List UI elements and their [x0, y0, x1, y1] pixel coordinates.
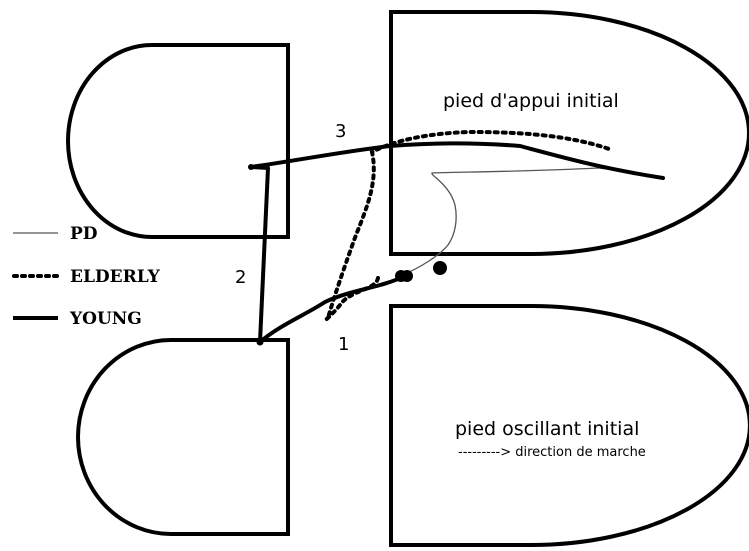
legend-elderly-label: ELDERLY [70, 267, 161, 287]
stance-foot-label: pied d'appui initial [443, 90, 619, 112]
swing-foot-label: pied oscillant initial [455, 418, 639, 440]
legend-pd-label: PD [70, 224, 98, 244]
young-turn-point-bottom [256, 338, 264, 346]
left-foot-top-outline [66, 43, 290, 239]
young-trajectory-line [249, 141, 665, 344]
legend: PD ELDERLY YOUNG [12, 224, 161, 329]
swing-foot-outline [389, 304, 749, 547]
marker-two: 2 [235, 267, 246, 288]
marker-three: 3 [335, 121, 346, 142]
legend-young-label: YOUNG [69, 309, 142, 329]
contact-dot-right [433, 261, 447, 275]
left-foot-bottom-outline [76, 338, 290, 536]
elderly-trajectory-line [324, 129, 614, 322]
marker-one: 1 [338, 334, 349, 355]
contact-dot-middle [401, 270, 413, 282]
young-turn-point-top [248, 164, 254, 170]
direction-of-walk-label: ---------> direction de marche [458, 445, 646, 460]
pd-trajectory-line [401, 167, 661, 276]
